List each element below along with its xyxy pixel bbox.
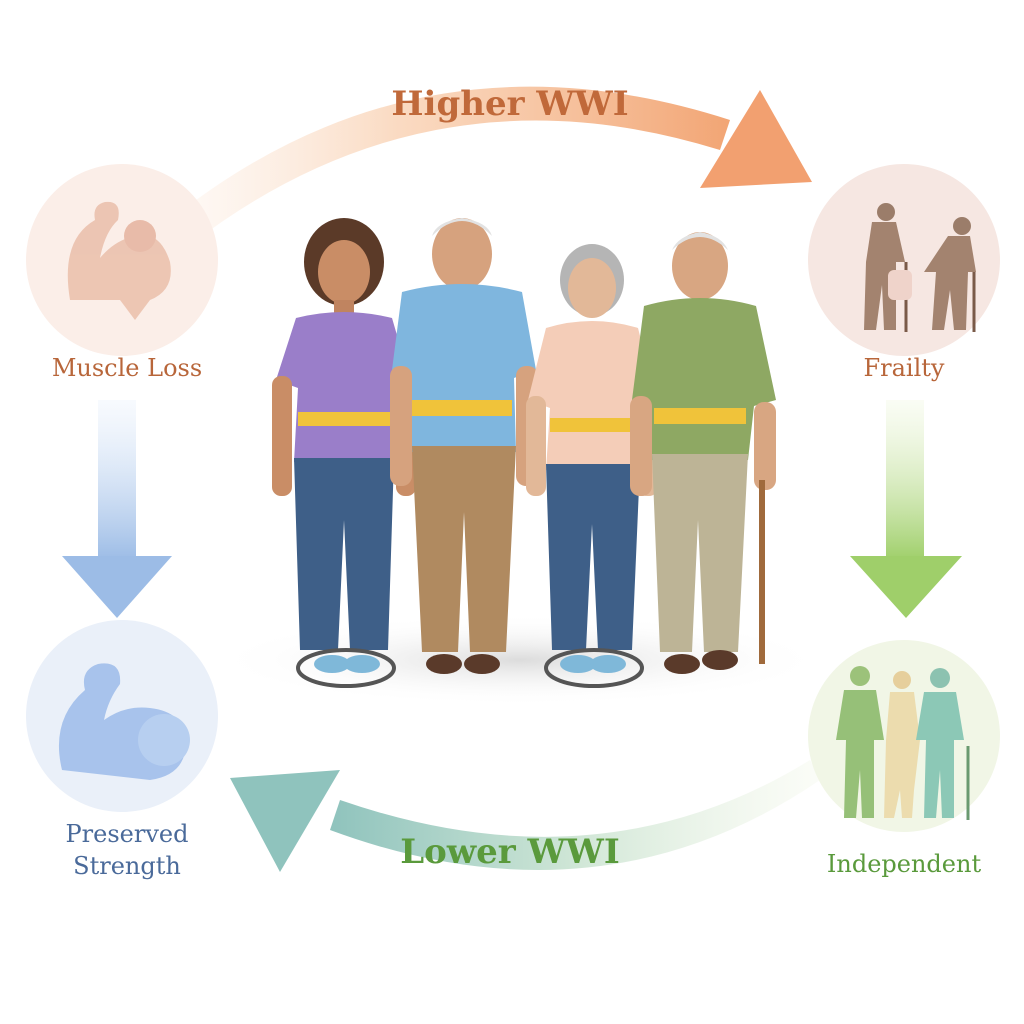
preserved-strength-label: Preserved Strength	[65, 820, 189, 880]
independent-node	[808, 640, 1000, 832]
preserved-strength-node	[26, 620, 218, 812]
left-down-arrow	[62, 400, 172, 618]
man-green-shirt	[630, 232, 776, 674]
lower-wwi-arrow	[230, 760, 820, 872]
independent-label: Independent	[826, 850, 982, 878]
frailty-label: Frailty	[863, 354, 945, 382]
people-group	[272, 218, 776, 688]
higher-wwi-label: Higher WWI	[391, 84, 629, 124]
group-walking-icon	[836, 666, 970, 820]
woman-pink-shirt	[526, 244, 658, 688]
muscle-loss-node	[26, 164, 218, 356]
elderly-with-cane-icon	[864, 203, 976, 332]
right-down-arrow	[850, 400, 962, 618]
higher-wwi-arrow	[170, 86, 812, 245]
flexed-arm-fading-icon	[67, 201, 171, 320]
muscle-loss-label: Muscle Loss	[51, 354, 203, 382]
lower-wwi-label: Lower WWI	[400, 832, 620, 872]
woman-purple-shirt	[272, 218, 416, 688]
man-blue-shirt	[390, 218, 538, 674]
frailty-node	[808, 164, 1000, 356]
flexed-arm-icon	[58, 663, 190, 780]
